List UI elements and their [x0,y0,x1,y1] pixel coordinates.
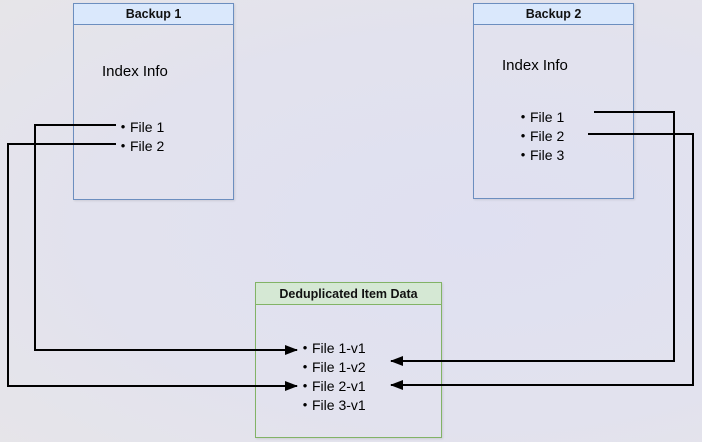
bullet-icon: • [520,109,526,124]
bullet-icon: • [120,138,126,153]
list-item: • File 1-v2 [298,357,366,376]
bullet-icon: • [302,397,308,412]
backup1-file-list: • File 1 • File 2 [116,117,165,155]
backup2-body: Index Info • File 1 • File 2 • File 3 [474,25,633,197]
list-item: • File 1 [516,107,565,126]
bullet-icon: • [302,378,308,393]
backup2-index-label: Index Info [502,57,568,74]
backup1-box: Backup 1 Index Info • File 1 • File 2 [73,3,234,200]
backup2-title: Backup 2 [525,7,582,21]
backup2-box: Backup 2 Index Info • File 1 • File 2 • … [473,3,634,199]
list-item: • File 3 [516,145,565,164]
bullet-icon: • [302,340,308,355]
list-item: • File 1-v1 [298,338,366,357]
dedup-title: Deduplicated Item Data [279,286,418,301]
list-item-label: File 3-v1 [312,396,366,413]
backup1-header: Backup 1 [74,4,233,25]
backup2-header: Backup 2 [474,4,633,25]
bullet-icon: • [520,128,526,143]
backup1-title: Backup 1 [125,7,182,21]
list-item: • File 3-v1 [298,395,366,414]
bullet-icon: • [520,147,526,162]
list-item-label: File 1 [530,108,565,125]
dedup-box: Deduplicated Item Data • File 1-v1 • Fil… [255,282,442,438]
list-item-label: File 3 [530,146,565,163]
dedup-file-list: • File 1-v1 • File 1-v2 • File 2-v1 • Fi… [298,338,366,414]
list-item-label: File 1 [130,118,165,135]
list-item-label: File 1-v1 [312,339,366,356]
bullet-icon: • [120,119,126,134]
list-item-label: File 2 [130,137,165,154]
list-item-label: File 2-v1 [312,377,366,394]
list-item: • File 2 [516,126,565,145]
list-item-label: File 1-v2 [312,358,366,375]
backup2-file-list: • File 1 • File 2 • File 3 [516,107,565,164]
dedup-body: • File 1-v1 • File 1-v2 • File 2-v1 • Fi… [256,305,441,436]
list-item: • File 2 [116,136,165,155]
bullet-icon: • [302,359,308,374]
list-item: • File 2-v1 [298,376,366,395]
backup1-body: Index Info • File 1 • File 2 [74,25,233,198]
dedup-header: Deduplicated Item Data [256,283,441,305]
list-item-label: File 2 [530,127,565,144]
backup1-index-label: Index Info [102,63,168,80]
list-item: • File 1 [116,117,165,136]
